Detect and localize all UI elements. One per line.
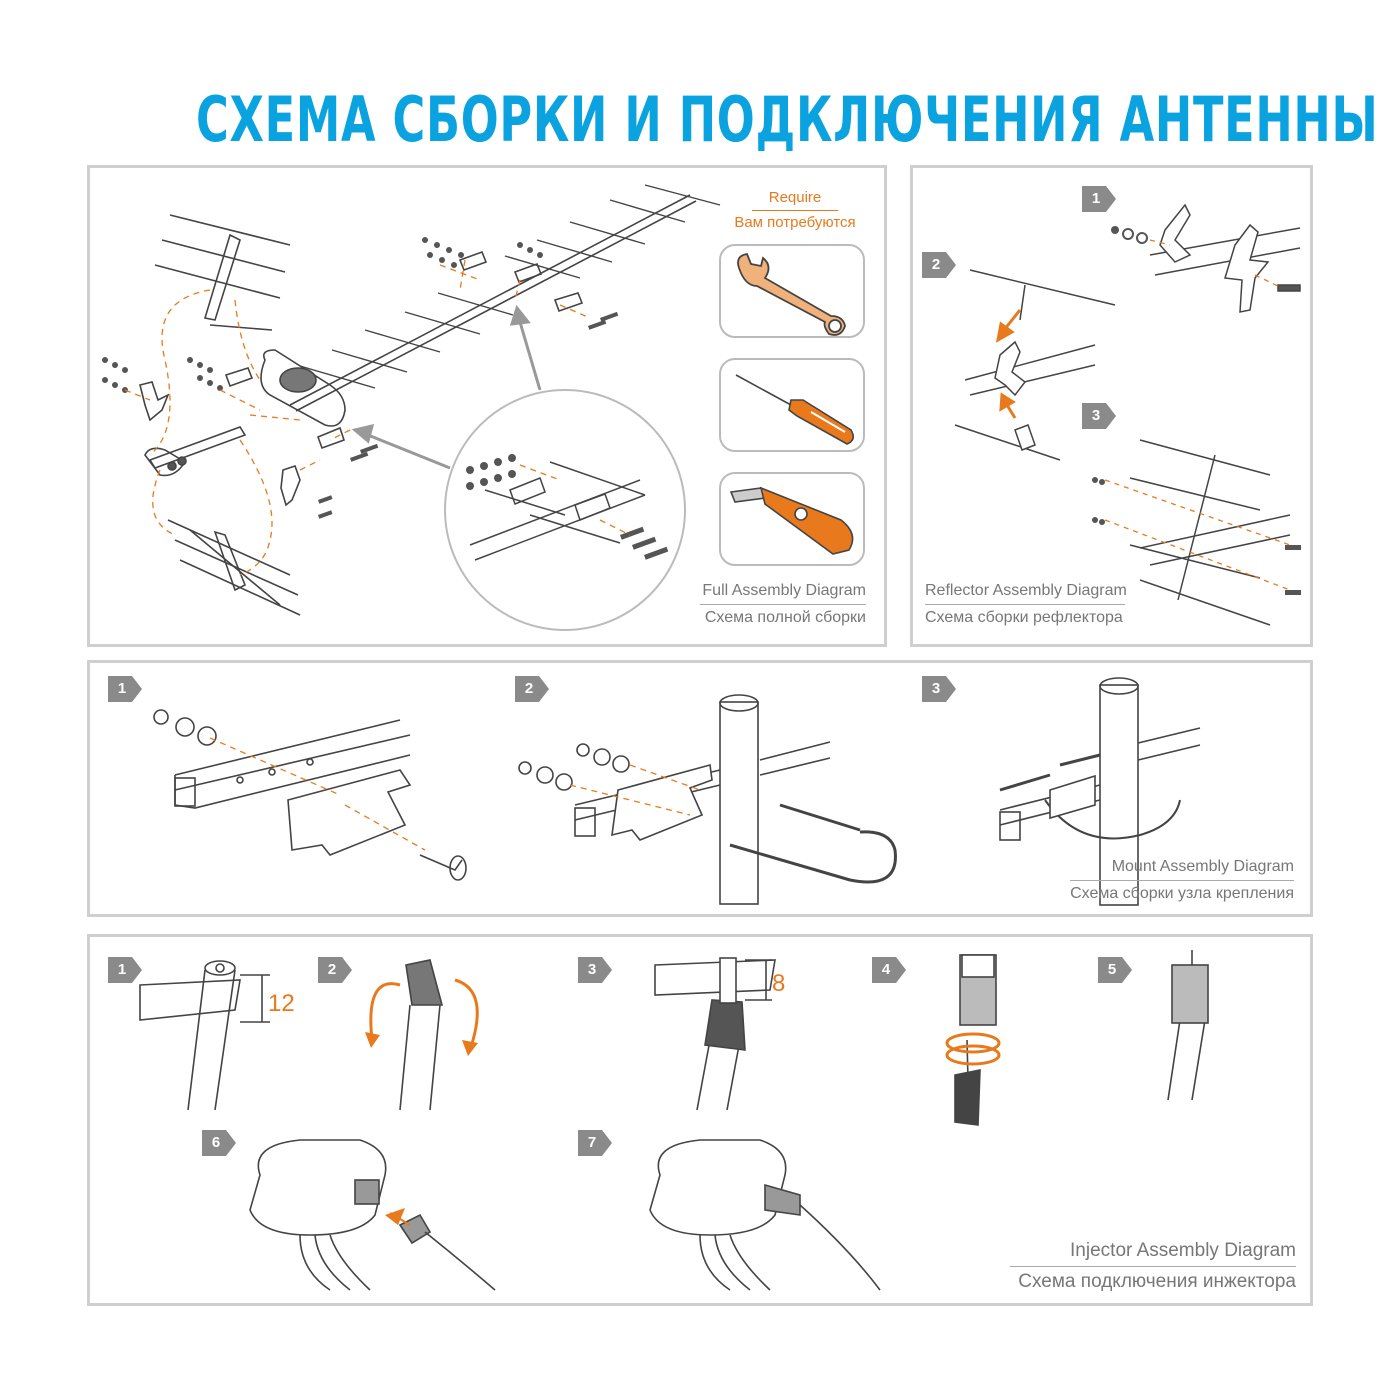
injector-step-4-badge: 4 bbox=[872, 957, 906, 983]
mount-step-3-badge: 3 bbox=[922, 676, 956, 702]
injector-step-7-badge: 7 bbox=[578, 1130, 612, 1156]
mount-assembly-caption: Mount Assembly Diagram Схема сборки узла… bbox=[1070, 858, 1294, 902]
injector-step-1-badge: 1 bbox=[108, 957, 142, 983]
require-label: Require Вам потребуются bbox=[722, 186, 868, 235]
injector-step-6-badge: 6 bbox=[202, 1130, 236, 1156]
require-en: Require bbox=[752, 186, 838, 211]
tool-screwdriver bbox=[719, 358, 865, 452]
utility-knife-icon bbox=[729, 486, 854, 555]
injector-step-2-badge: 2 bbox=[318, 957, 352, 983]
measure-8: 8 bbox=[772, 970, 786, 997]
tool-wrench bbox=[719, 244, 865, 338]
injector-assembly-caption: Injector Assembly Diagram Схема подключе… bbox=[1010, 1238, 1296, 1295]
mount-step-2-badge: 2 bbox=[515, 676, 549, 702]
tool-knife bbox=[719, 472, 865, 566]
reflector-assembly-caption: Reflector Assembly Diagram Схема сборки … bbox=[925, 582, 1127, 626]
reflector-step-2-badge: 2 bbox=[922, 252, 956, 278]
screwdriver-icon bbox=[735, 374, 855, 445]
full-assembly-caption: Full Assembly Diagram Схема полной сборк… bbox=[700, 580, 866, 629]
page-title: СХЕМА СБОРКИ И ПОДКЛЮЧЕНИЯ АНТЕННЫ bbox=[195, 83, 1379, 156]
wrench-icon bbox=[737, 252, 846, 336]
reflector-step-1-badge: 1 bbox=[1082, 186, 1116, 212]
reflector-step-3-badge: 3 bbox=[1082, 403, 1116, 429]
measure-12: 12 bbox=[268, 990, 295, 1017]
injector-step-3-badge: 3 bbox=[578, 957, 612, 983]
mount-step-1-badge: 1 bbox=[108, 676, 142, 702]
require-ru: Вам потребуются bbox=[734, 214, 856, 231]
injector-step-5-badge: 5 bbox=[1098, 957, 1132, 983]
